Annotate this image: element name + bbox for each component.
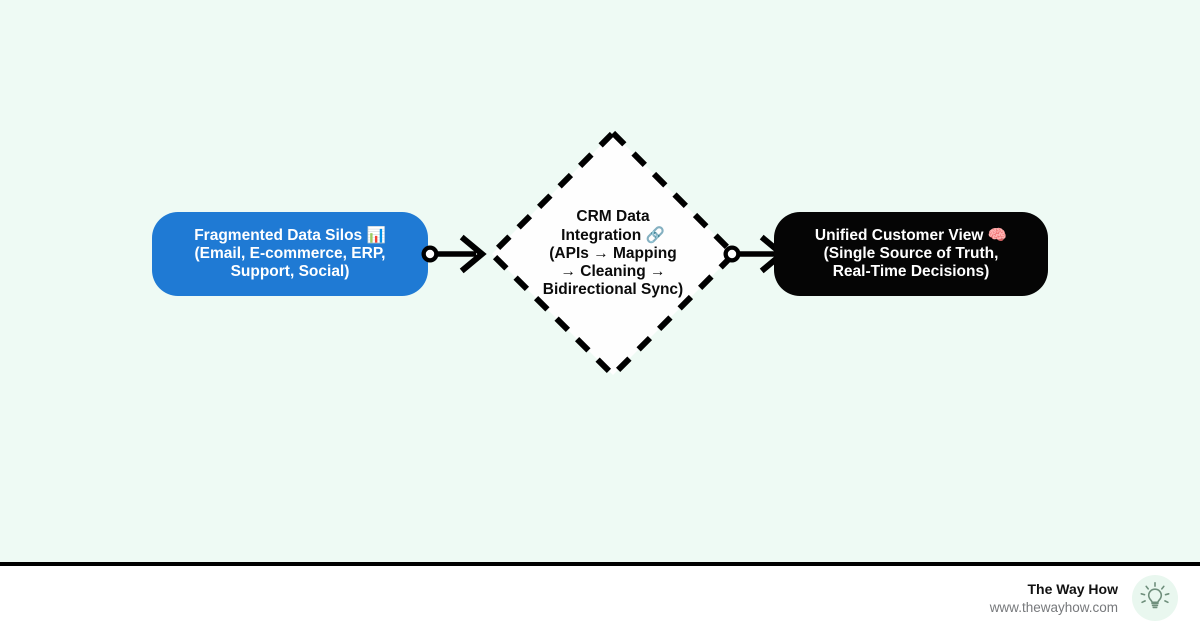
edge-start-circle-inner [727, 249, 737, 259]
edge-arrowhead-icon [459, 234, 487, 274]
footer-divider [0, 562, 1200, 566]
footer-logo [1132, 575, 1178, 621]
node-unified-customer-view[interactable]: Unified Customer View 🧠 (Single Source o… [774, 212, 1048, 296]
footer: The Way How www.thewayhow.com [0, 566, 1200, 630]
node-target-label: Unified Customer View 🧠 (Single Source o… [814, 226, 1008, 281]
diamond-shape [487, 128, 739, 380]
edge-start-circle-inner [425, 249, 435, 259]
edge-source-to-process [421, 234, 487, 274]
node-fragmented-data-silos[interactable]: Fragmented Data Silos 📊 (Email, E-commer… [152, 212, 428, 296]
node-source-label: Fragmented Data Silos 📊 (Email, E-commer… [194, 226, 386, 281]
node-crm-data-integration[interactable]: CRM Data Integration 🔗 (APIs → Mapping →… [487, 128, 739, 380]
diagram-canvas: Fragmented Data Silos 📊 (Email, E-commer… [0, 0, 1200, 562]
footer-url[interactable]: www.thewayhow.com [989, 600, 1118, 616]
footer-brand: The Way How [1027, 580, 1119, 597]
lightbulb-icon [1140, 581, 1170, 609]
footer-text-block: The Way How www.thewayhow.com [990, 579, 1118, 618]
